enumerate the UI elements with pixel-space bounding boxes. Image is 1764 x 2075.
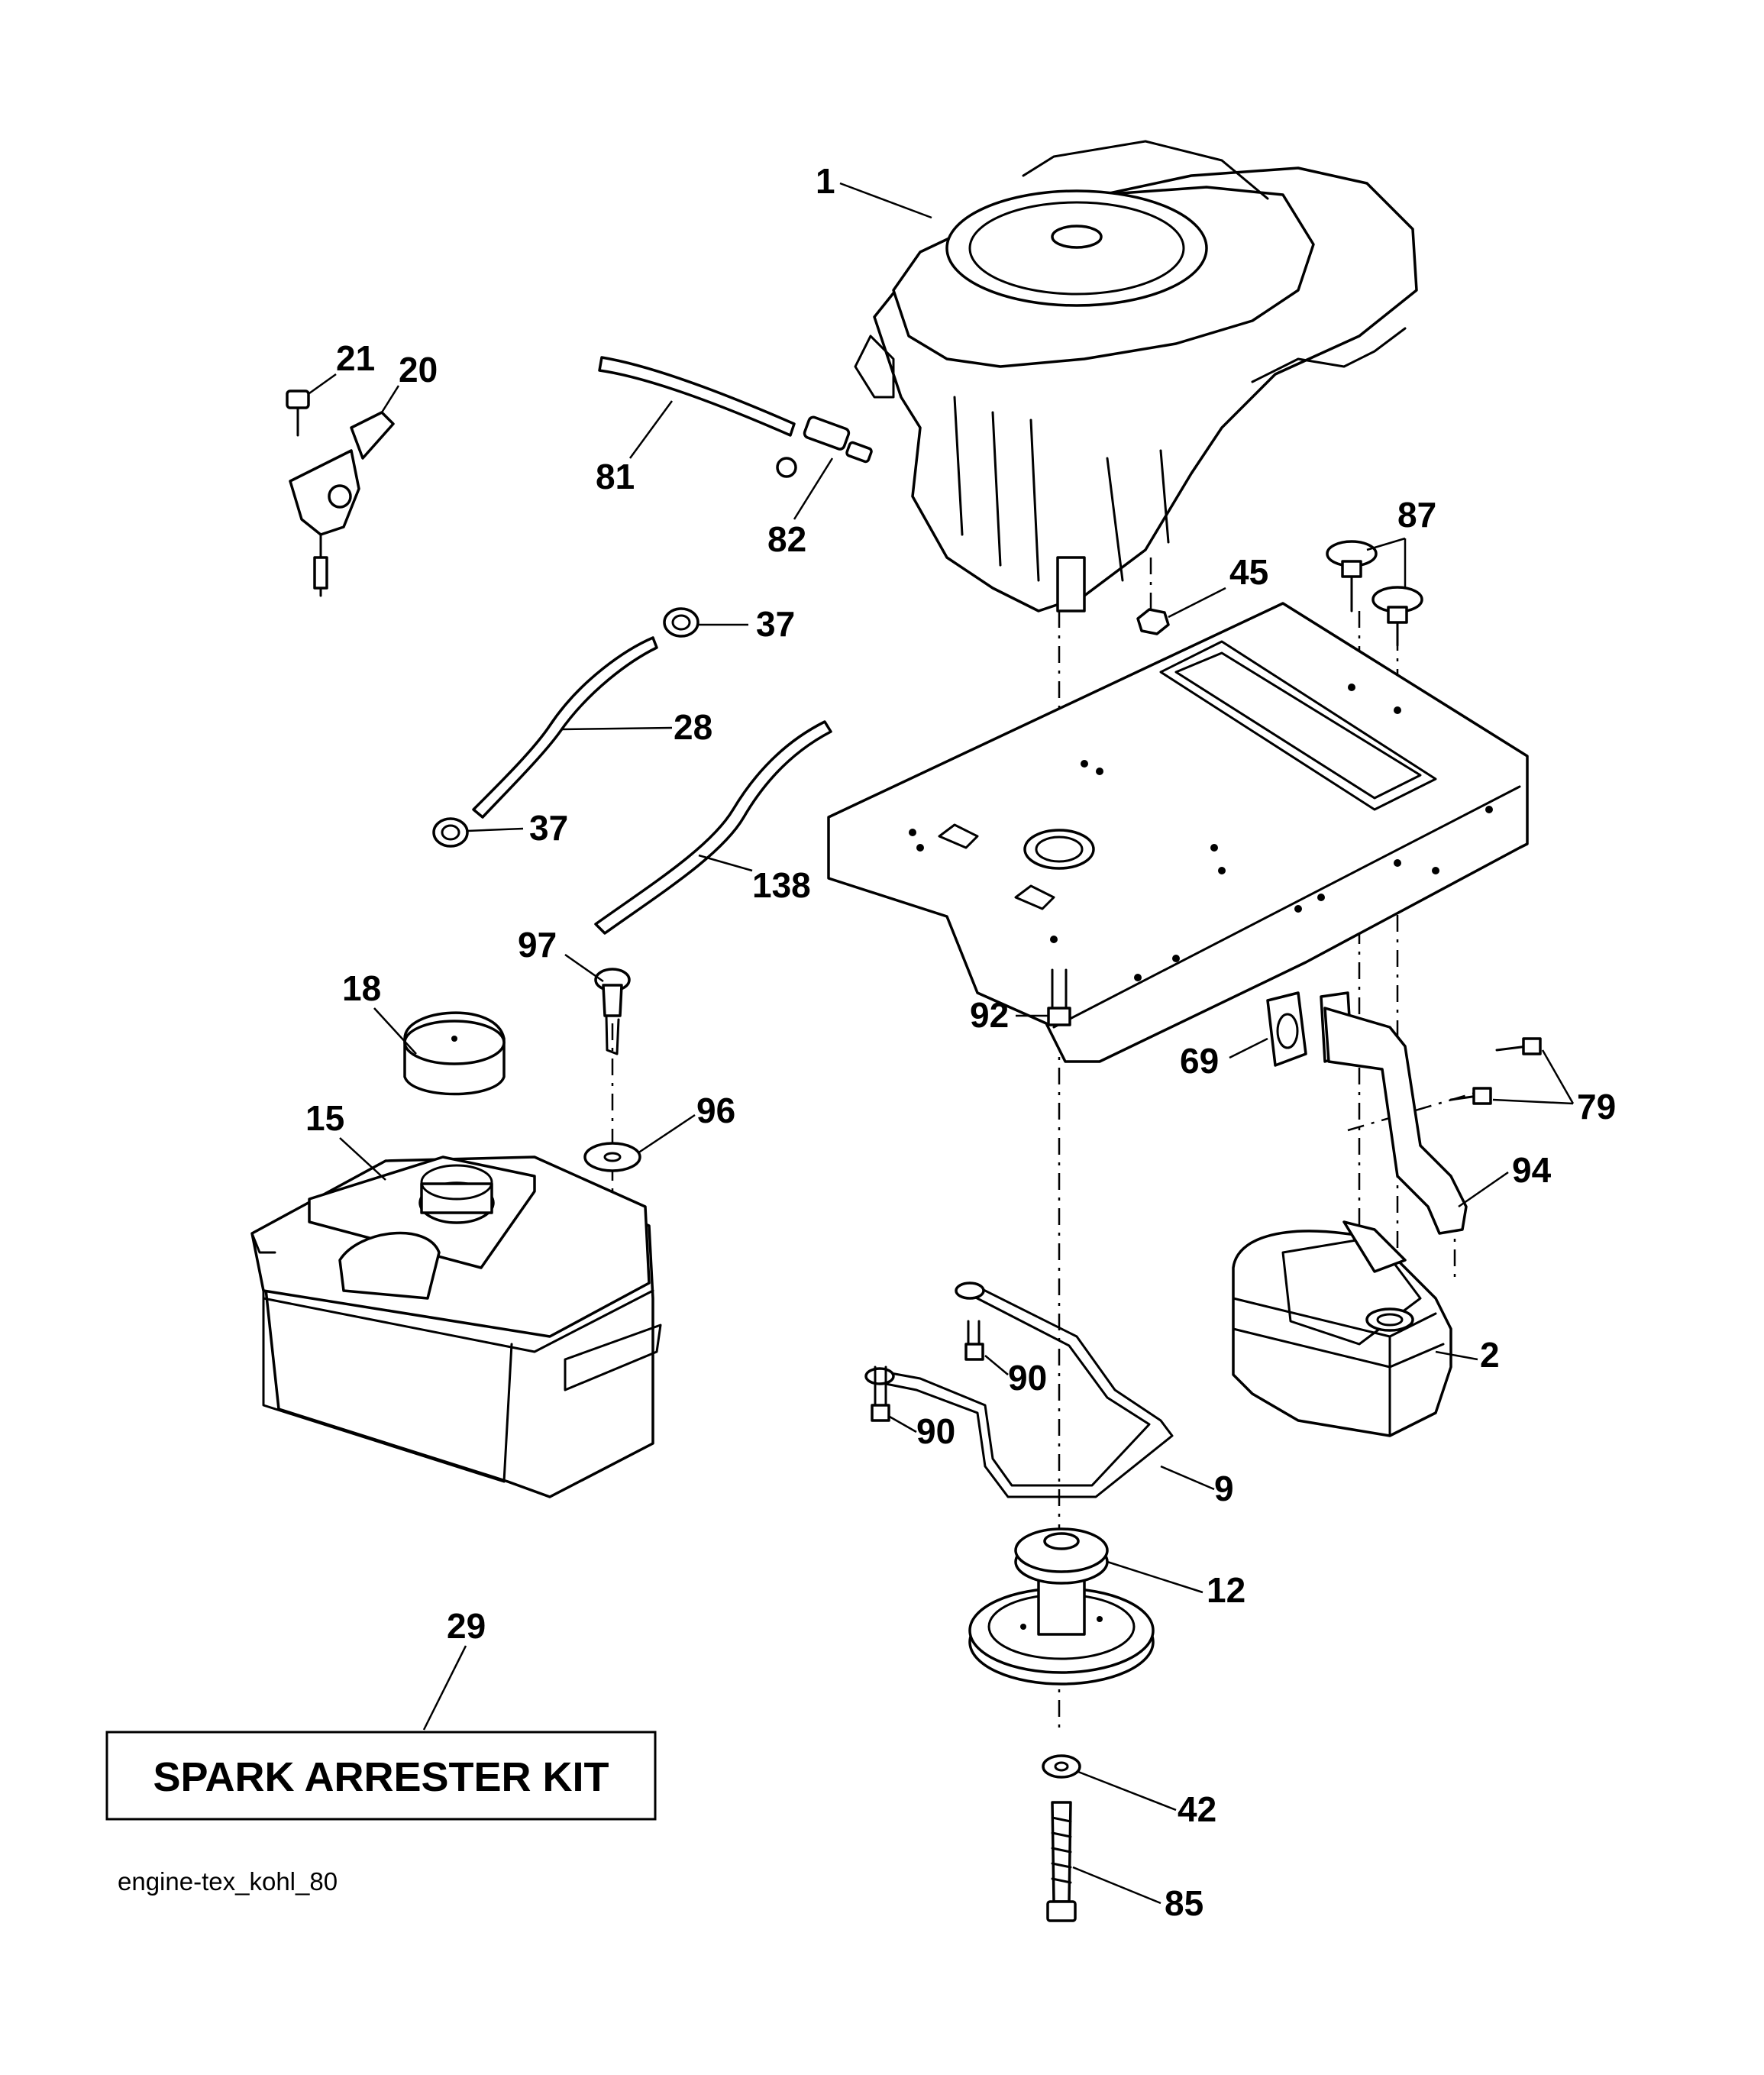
engine-part [854, 140, 1418, 612]
svg-text:1: 1 [816, 161, 835, 201]
callout-85: 85 [1072, 1866, 1203, 1923]
svg-text:45: 45 [1229, 552, 1268, 592]
exhaust-pipe-94-part [1323, 1007, 1468, 1235]
callout-90-upper: 90 [984, 1355, 1047, 1398]
fuel-filter-82-part [776, 415, 873, 478]
bolt-92-part [1047, 968, 1071, 1026]
callout-96: 96 [637, 1091, 735, 1155]
engine-plate-frame-part [827, 602, 1529, 1063]
diagram-file-id: engine-tex_kohl_80 [118, 1867, 338, 1896]
pulley-12-part [968, 1527, 1155, 1686]
bolt-85-part [1046, 1801, 1077, 1922]
svg-text:97: 97 [518, 925, 557, 965]
svg-text:42: 42 [1178, 1789, 1216, 1829]
callout-28: 28 [561, 707, 712, 747]
svg-text:37: 37 [529, 808, 568, 848]
svg-text:94: 94 [1512, 1150, 1552, 1190]
callout-138: 138 [698, 854, 811, 905]
svg-text:79: 79 [1577, 1087, 1616, 1126]
callout-69: 69 [1180, 1037, 1268, 1081]
svg-text:85: 85 [1165, 1883, 1203, 1923]
svg-text:21: 21 [336, 338, 375, 378]
svg-text:28: 28 [674, 707, 712, 747]
hose-clamp-37-upper-part [663, 607, 699, 638]
svg-text:18: 18 [342, 968, 381, 1008]
fuel-line-28-part [472, 636, 658, 819]
fuel-tank-15-part [250, 1155, 662, 1498]
spark-arrester-kit-label: SPARK ARRESTER KIT [153, 1754, 609, 1800]
callout-15: 15 [305, 1098, 386, 1181]
svg-text:90: 90 [1008, 1358, 1047, 1398]
svg-text:69: 69 [1180, 1041, 1219, 1081]
svg-text:20: 20 [399, 350, 438, 389]
callout-42: 42 [1077, 1770, 1216, 1829]
svg-text:29: 29 [447, 1606, 486, 1646]
muffler-2-part [1232, 1220, 1452, 1437]
bolt-87-left-part [1326, 540, 1378, 612]
callout-82: 82 [767, 457, 834, 559]
callout-1: 1 [816, 161, 932, 219]
svg-text:37: 37 [756, 604, 795, 644]
washer-96-part [583, 1142, 641, 1172]
svg-text:81: 81 [596, 457, 635, 496]
callout-37-upper: 37 [699, 604, 795, 644]
screw-97-part [594, 968, 631, 1055]
screws-79-part [1449, 1037, 1542, 1105]
svg-text:87: 87 [1397, 495, 1436, 535]
svg-text:15: 15 [305, 1098, 344, 1138]
callout-90-lower: 90 [889, 1411, 955, 1451]
bolt-90-lower-part [871, 1366, 890, 1422]
callout-12: 12 [1107, 1560, 1245, 1610]
callout-87: 87 [1366, 495, 1436, 588]
fuel-line-138-part [594, 720, 832, 935]
throttle-control-part [289, 411, 395, 597]
fuel-hose-81-part [598, 356, 796, 437]
callout-45: 45 [1168, 552, 1268, 619]
hose-clamp-37-lower-part [432, 817, 469, 848]
svg-text:12: 12 [1207, 1570, 1245, 1610]
svg-text:138: 138 [752, 865, 811, 905]
spark-arrester-kit-box: SPARK ARRESTER KIT [105, 1731, 657, 1821]
callout-18: 18 [342, 968, 417, 1055]
svg-text:82: 82 [767, 519, 806, 559]
bolt-87-right-part [1371, 586, 1423, 647]
fuel-cap-18-part [403, 1011, 506, 1096]
callout-20: 20 [380, 350, 438, 413]
screw-21-part [286, 389, 310, 437]
callout-29: 29 [422, 1606, 486, 1731]
svg-text:96: 96 [696, 1091, 735, 1130]
callout-94: 94 [1458, 1150, 1552, 1208]
washer-42-part [1042, 1754, 1081, 1779]
nut-45-part [1136, 608, 1170, 635]
callout-81: 81 [596, 400, 674, 496]
callout-21: 21 [309, 338, 375, 395]
callout-9: 9 [1160, 1465, 1234, 1508]
svg-text:90: 90 [916, 1411, 955, 1451]
callout-97: 97 [518, 925, 604, 983]
svg-text:92: 92 [970, 995, 1009, 1035]
bolt-90-upper-part [964, 1320, 984, 1361]
callout-37-lower: 37 [467, 808, 568, 848]
callout-92: 92 [970, 995, 1048, 1035]
callout-2: 2 [1435, 1335, 1500, 1375]
svg-text:9: 9 [1214, 1469, 1234, 1508]
callout-79: 79 [1492, 1049, 1616, 1126]
svg-text:2: 2 [1480, 1335, 1500, 1375]
